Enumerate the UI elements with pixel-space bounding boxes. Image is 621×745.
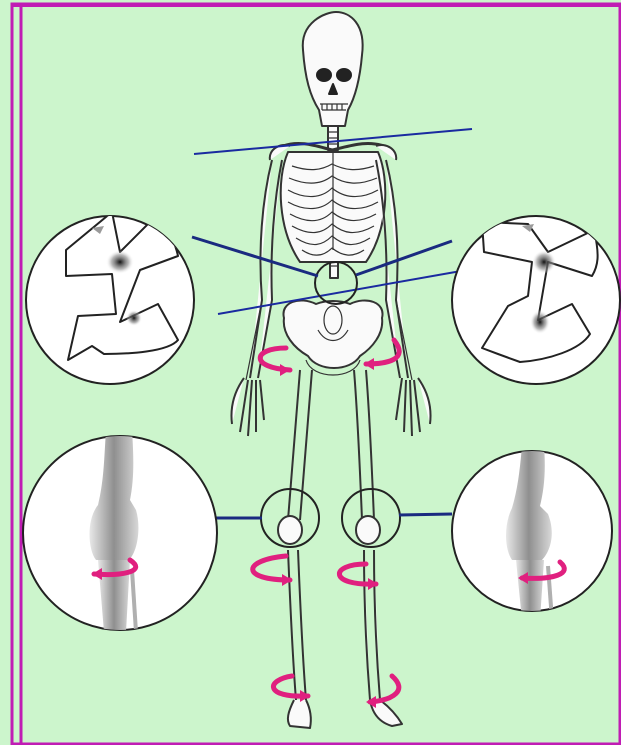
- right-knee-connector: [399, 514, 452, 515]
- rib-cage-icon: [281, 152, 386, 262]
- right-vertebra-inset: [452, 216, 620, 384]
